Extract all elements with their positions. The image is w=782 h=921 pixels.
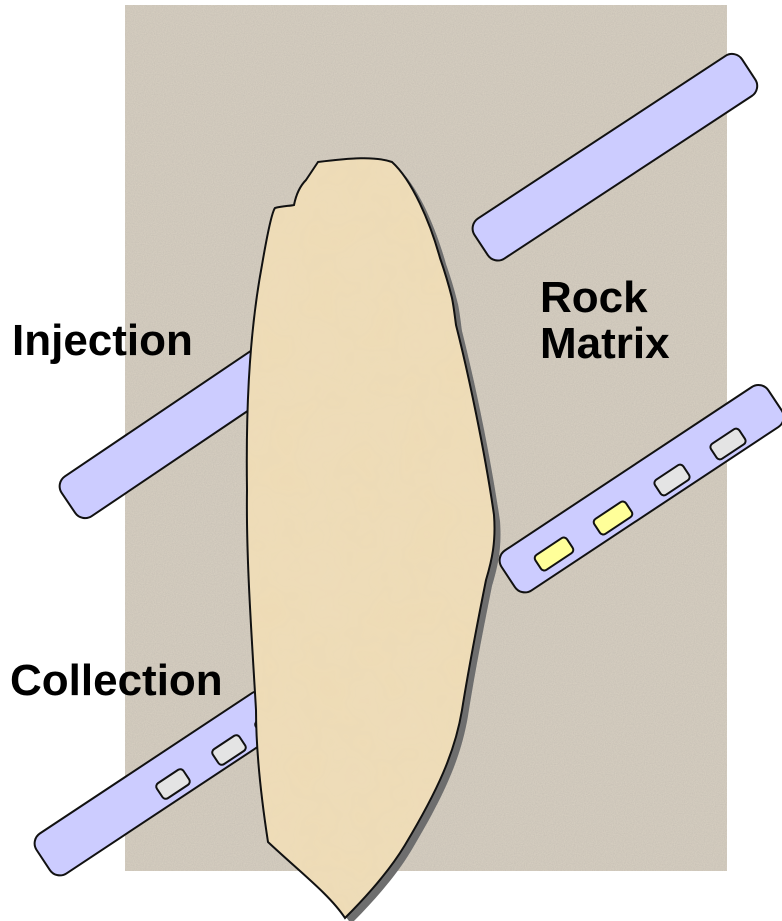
injection-label: Injection xyxy=(12,318,193,364)
rock-matrix-label-line1: Rock xyxy=(540,275,670,321)
rock-matrix-label-line2: Matrix xyxy=(540,321,670,367)
rock-matrix-label: Rock Matrix xyxy=(540,275,670,367)
collection-label: Collection xyxy=(10,658,223,704)
